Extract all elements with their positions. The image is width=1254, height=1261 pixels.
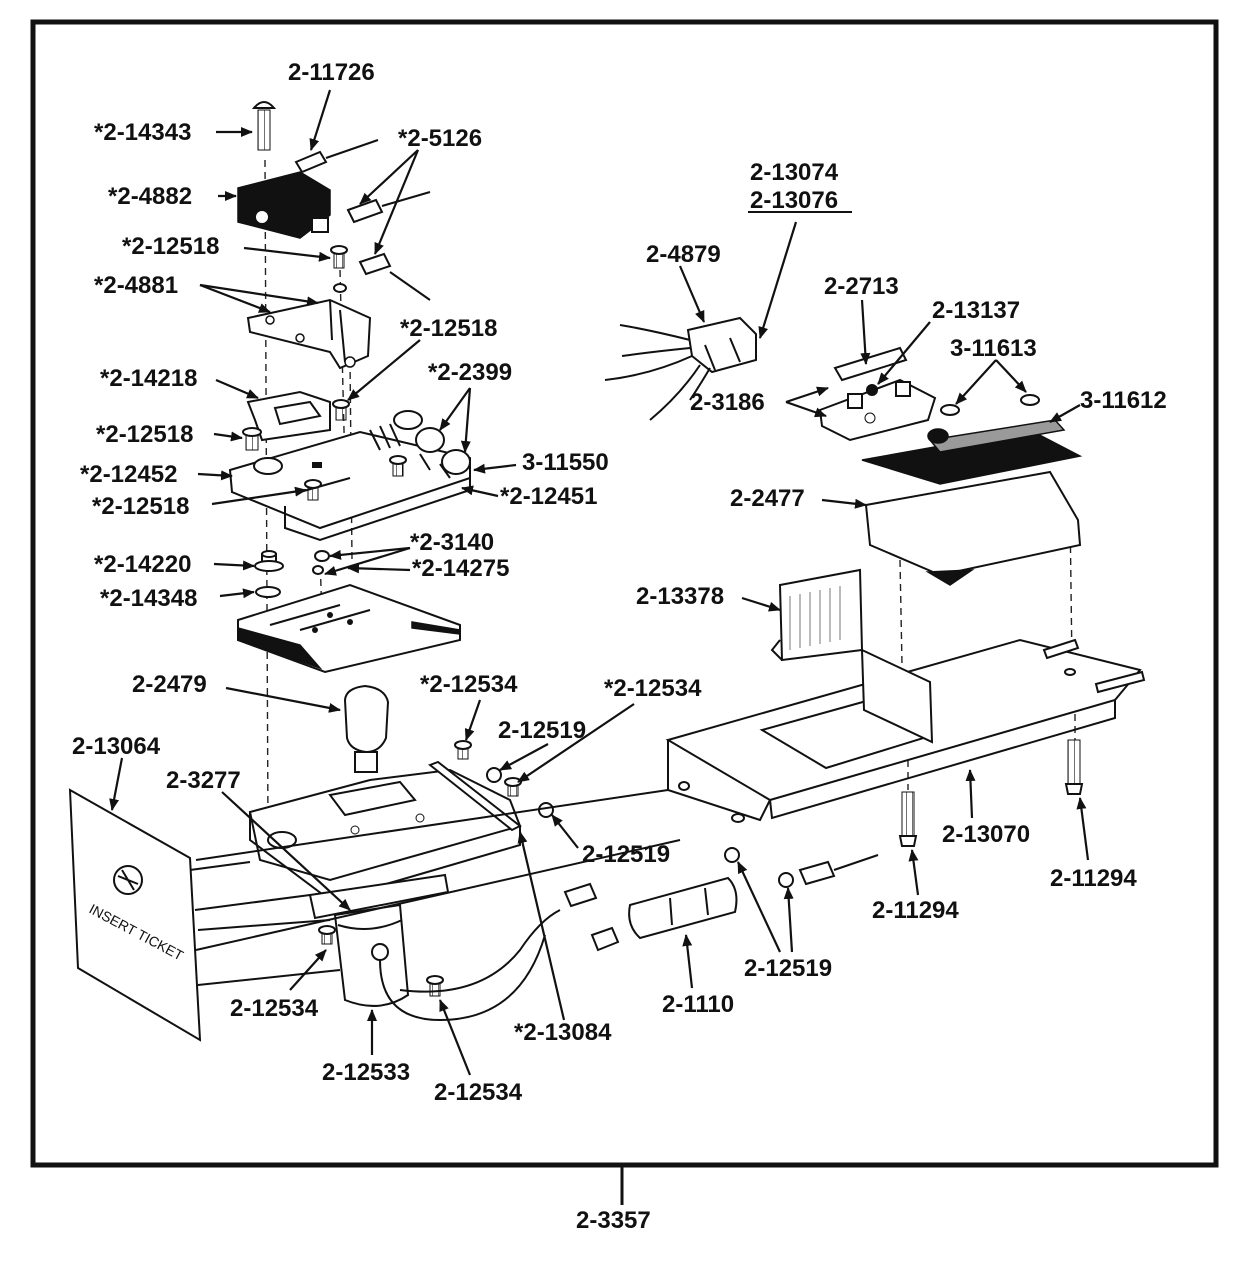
label-2-4881: *2-4881 (94, 272, 178, 299)
ticket-box (770, 419, 1083, 662)
label-2-4882: *2-4882 (108, 183, 192, 210)
label-2-13378: 2-13378 (636, 583, 724, 610)
label-2-2477: 2-2477 (730, 485, 805, 512)
label-2-2479: 2-2479 (132, 671, 207, 698)
lamp-plate-assembly (237, 550, 461, 773)
label-2-1110: 2-1110 (662, 991, 734, 1018)
label-2-12519-a: 2-12519 (498, 717, 586, 744)
front-panel: INSERT TICKET (68, 788, 341, 1042)
label-2-12534-a: *2-12534 (420, 671, 518, 698)
label-2-14275: *2-14275 (412, 555, 509, 582)
label-2-12452: *2-12452 (80, 461, 177, 488)
label-2-3357: 2-3357 (576, 1207, 651, 1234)
label-2-14220: *2-14220 (94, 551, 191, 578)
label-2-12518-b: *2-12518 (400, 315, 497, 342)
label-2-13084: *2-13084 (514, 1019, 612, 1046)
label-2-2713: 2-2713 (824, 273, 899, 300)
label-2-11294-b: 2-11294 (872, 897, 959, 924)
label-2-13076: 2-13076 (750, 187, 838, 214)
label-3-11613: 3-11613 (950, 335, 1037, 362)
label-2-14343: *2-14343 (94, 119, 191, 146)
label-2-12533: 2-12533 (322, 1059, 410, 1086)
label-3-11550: 3-11550 (522, 449, 609, 476)
board-assembly (228, 390, 471, 542)
label-2-12519-b: 2-12519 (582, 841, 670, 868)
label-2-3140: *2-3140 (410, 529, 494, 556)
tray-assembly (195, 638, 1146, 951)
label-2-12518-d: *2-12518 (92, 493, 189, 520)
leader-lines (109, 89, 1090, 1076)
label-2-5126: *2-5126 (398, 125, 482, 152)
label-2-11726: 2-11726 (288, 59, 375, 86)
label-2-3186: 2-3186 (690, 389, 765, 416)
label-2-12518-a: *2-12518 (122, 233, 219, 260)
label-2-12519-c: 2-12519 (744, 955, 832, 982)
switch-assembly (237, 101, 431, 370)
diagram-frame (30, 19, 1219, 1168)
label-2-13137: 2-13137 (932, 297, 1020, 324)
label-2-12518-c: *2-12518 (96, 421, 193, 448)
label-2-11294-a: 2-11294 (1050, 865, 1137, 892)
label-2-14348: *2-14348 (100, 585, 197, 612)
label-2-13064: 2-13064 (72, 733, 161, 760)
chassis-assembly (248, 740, 879, 1022)
label-2-13074: 2-13074 (750, 159, 839, 186)
part-labels: 2-11726 *2-14343 *2-5126 *2-4882 *2-1251… (72, 59, 1167, 1234)
label-2-12534-d: 2-12534 (434, 1079, 523, 1106)
label-2-12534-b: *2-12534 (604, 675, 702, 702)
label-2-3277: 2-3277 (166, 767, 241, 794)
label-2-4879: 2-4879 (646, 241, 721, 268)
label-2-12451: *2-12451 (500, 483, 597, 510)
label-3-11612: 3-11612 (1080, 387, 1167, 414)
label-2-2399: *2-2399 (428, 359, 512, 386)
label-2-13070: 2-13070 (942, 821, 1030, 848)
fuse-connector-assembly (604, 316, 1040, 442)
label-2-12534-c: 2-12534 (230, 995, 319, 1022)
label-2-14218: *2-14218 (100, 365, 197, 392)
